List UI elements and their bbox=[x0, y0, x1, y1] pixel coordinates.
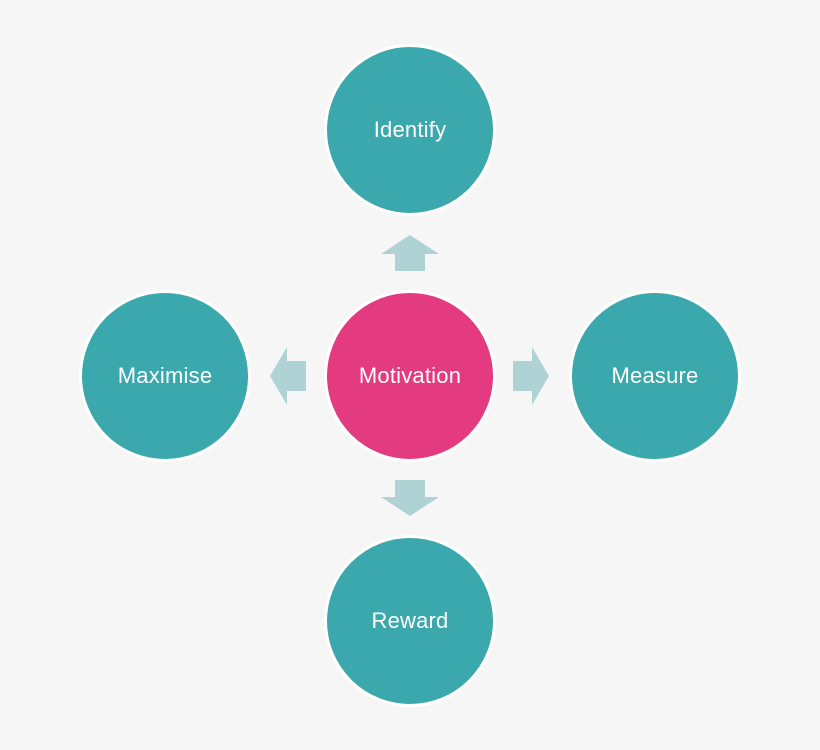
node-identify-label: Identify bbox=[373, 117, 447, 142]
node-measure-label: Measure bbox=[611, 363, 699, 388]
arrow-right-icon bbox=[513, 347, 549, 405]
node-maximise: Maximise bbox=[79, 290, 251, 462]
arrow-left-icon bbox=[270, 347, 306, 405]
node-motivation-label: Motivation bbox=[358, 363, 462, 388]
node-reward: Reward bbox=[324, 535, 496, 707]
arrow-up-icon bbox=[381, 235, 439, 271]
node-reward-label: Reward bbox=[371, 608, 449, 633]
node-motivation: Motivation bbox=[324, 290, 496, 462]
node-identify: Identify bbox=[324, 44, 496, 216]
arrow-down-icon bbox=[381, 480, 439, 516]
node-maximise-label: Maximise bbox=[117, 363, 213, 388]
node-measure: Measure bbox=[569, 290, 741, 462]
